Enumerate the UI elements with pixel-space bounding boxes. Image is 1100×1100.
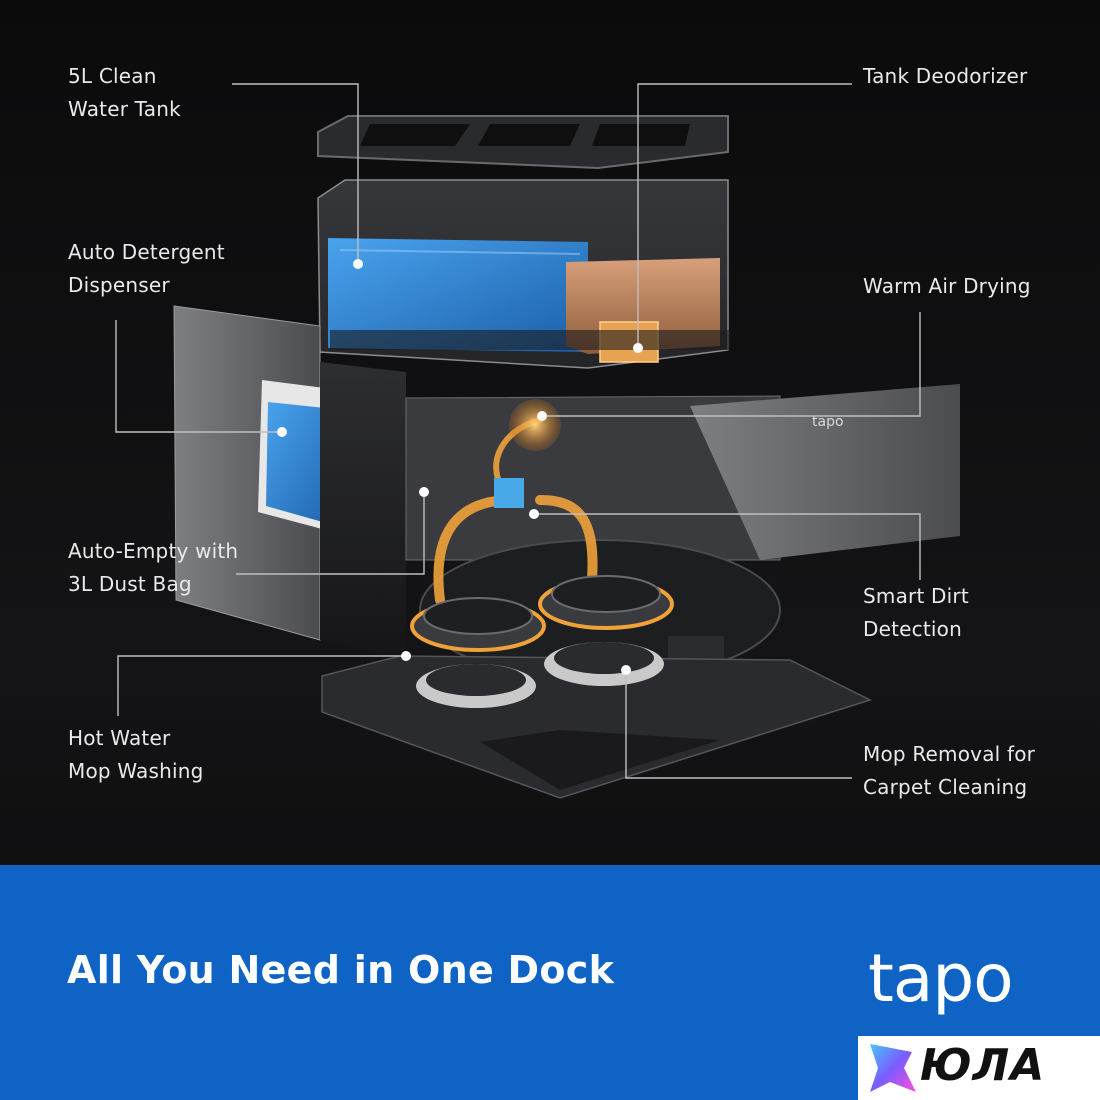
dock-lid <box>317 115 729 170</box>
label-detergent-dispenser: Auto Detergent Dispenser <box>68 240 225 297</box>
callout-lines <box>115 83 921 779</box>
label-auto-empty: Auto-Empty with 3L Dust Bag <box>68 539 239 596</box>
label-clean-water-tank: 5L Clean Water Tank <box>68 64 181 121</box>
mop-pads <box>410 575 674 708</box>
yula-star-icon <box>870 1044 916 1092</box>
drying-fan <box>509 399 561 451</box>
label-hot-water-mop-washing: Hot Water Mop Washing <box>68 726 204 783</box>
dirt-sensor <box>494 478 524 508</box>
label-tank-deodorizer: Tank Deodorizer <box>863 64 1028 88</box>
water-tank-housing <box>317 179 730 369</box>
clean-water-tank <box>328 238 588 352</box>
label-smart-dirt-detection: Smart Dirt Detection <box>863 584 969 641</box>
dock-body: tapo <box>320 362 960 660</box>
door-logo: tapo <box>812 414 844 430</box>
banner-tagline: All You Need in One Dock <box>67 948 615 992</box>
yula-wordmark: ЮЛА <box>920 1040 1046 1091</box>
label-warm-air-drying: Warm Air Drying <box>863 274 1031 298</box>
tapo-logo: tapo <box>868 940 1014 1017</box>
label-mop-removal: Mop Removal for Carpet Cleaning <box>863 742 1036 799</box>
yula-watermark: ЮЛА <box>858 1036 1100 1100</box>
callout-dots <box>277 259 643 675</box>
dock-exploded-illustration: tapo <box>115 83 960 799</box>
side-door <box>690 384 960 560</box>
